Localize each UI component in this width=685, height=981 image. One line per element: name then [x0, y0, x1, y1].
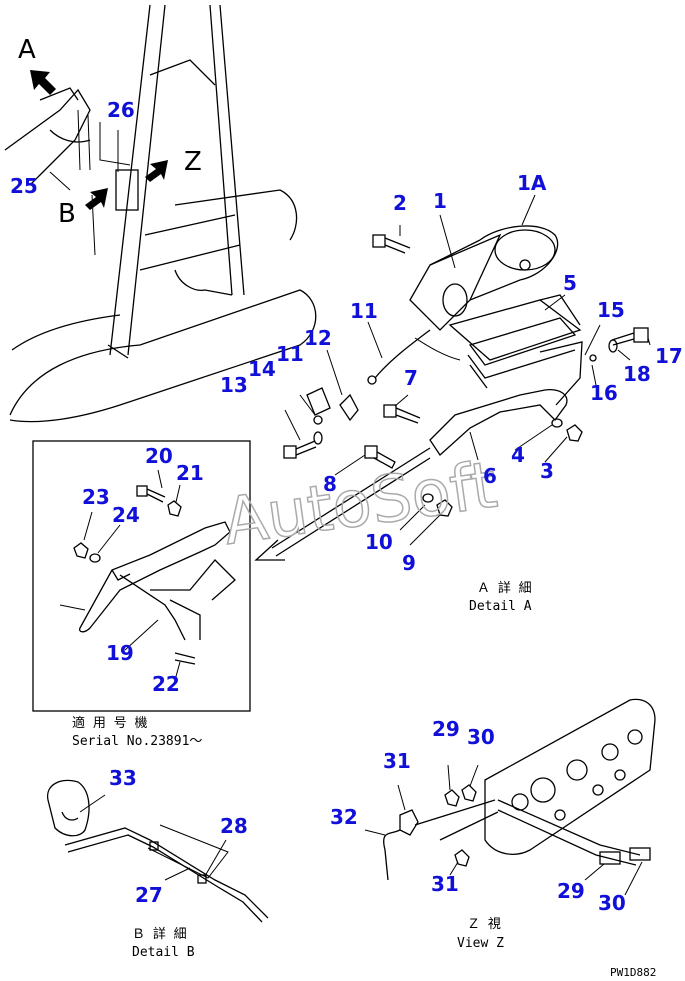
callout-15: 15: [597, 298, 625, 322]
callout-23: 23: [82, 485, 110, 509]
callout-1: 1: [433, 189, 447, 213]
callout-5: 5: [563, 271, 577, 295]
callout-30b: 30: [598, 891, 626, 915]
view-z-caption-en: View Z: [457, 936, 504, 951]
captions: Ａ 詳 細 Detail A 適 用 号 機 Serial No.23891〜 …: [72, 580, 656, 979]
callout-1a: 1A: [517, 171, 547, 195]
detail-b-caption-en: Detail B: [132, 945, 195, 960]
callout-21: 21: [176, 461, 204, 485]
callout-6: 6: [483, 464, 497, 488]
callout-12: 12: [304, 326, 332, 350]
callout-4: 4: [511, 443, 525, 467]
view-letter-z: Z: [184, 147, 202, 177]
detail-b-caption-jp: Ｂ 詳 細: [132, 926, 187, 942]
callout-13: 13: [220, 373, 248, 397]
callout-33: 33: [109, 766, 137, 790]
callout-18: 18: [623, 362, 651, 386]
serial-inset-box: [32, 440, 251, 712]
callout-2: 2: [393, 191, 407, 215]
callout-29: 29: [432, 717, 460, 741]
callout-26: 26: [107, 98, 135, 122]
view-letter-b: B: [58, 199, 76, 229]
detail-a-assembly: [254, 194, 651, 561]
callout-10: 10: [365, 530, 393, 554]
callout-14: 14: [248, 357, 276, 381]
detail-a-caption-en: Detail A: [469, 599, 532, 614]
drawing-number: PW1D882: [610, 966, 656, 979]
detail-a-caption-jp: Ａ 詳 細: [477, 580, 532, 596]
callout-28: 28: [220, 814, 248, 838]
callout-25: 25: [10, 174, 38, 198]
callout-31b: 31: [431, 872, 459, 896]
callout-20: 20: [145, 444, 173, 468]
watermark-text: AutoSoft: [219, 448, 501, 560]
callout-7: 7: [404, 366, 418, 390]
callout-24: 24: [112, 503, 140, 527]
callout-30: 30: [467, 725, 495, 749]
callout-16: 16: [590, 381, 618, 405]
callout-8: 8: [323, 472, 337, 496]
serial-caption-jp: 適 用 号 機: [72, 715, 147, 731]
callout-19: 19: [106, 641, 134, 665]
machine-overview: [4, 4, 317, 423]
callout-11: 11: [350, 299, 378, 323]
callout-9: 9: [402, 551, 416, 575]
callout-3: 3: [540, 459, 554, 483]
view-z-caption-jp: Ｚ 視: [467, 917, 501, 932]
view-letter-a: A: [18, 35, 36, 65]
callout-31: 31: [383, 749, 411, 773]
detail-b-assembly: [47, 779, 269, 923]
callout-11b: 11: [276, 342, 304, 366]
view-z-assembly: [364, 698, 656, 896]
serial-caption-en: Serial No.23891〜: [72, 734, 202, 749]
callout-labels: 1 1A 2 3 4 5 6 7 8 9 10 11 11 12 13 14 1…: [10, 98, 683, 915]
callout-32: 32: [330, 805, 358, 829]
callout-17: 17: [655, 344, 683, 368]
callout-22: 22: [152, 672, 180, 696]
callout-29b: 29: [557, 879, 585, 903]
callout-27: 27: [135, 883, 163, 907]
